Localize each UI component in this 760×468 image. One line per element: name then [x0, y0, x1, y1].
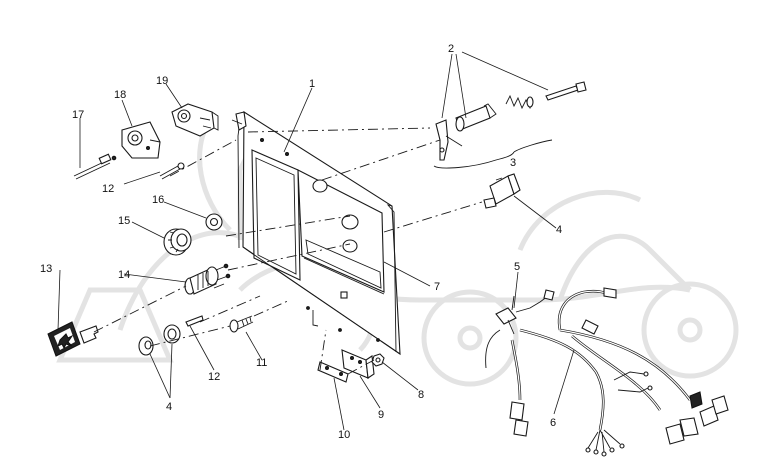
switch-connector [485, 289, 555, 369]
center-lines [93, 127, 483, 375]
callout-10: 10 [338, 429, 350, 441]
callout-18: 18 [114, 89, 126, 101]
switch-assembly-parts [435, 81, 587, 161]
washer-pair [138, 324, 181, 356]
callout-4-upper: 4 [556, 224, 562, 236]
callout-1: 1 [309, 78, 315, 90]
instrument-panel [231, 111, 401, 356]
cable [73, 153, 117, 180]
leader-lines [57, 51, 575, 431]
ring-nut [163, 228, 192, 256]
callout-16: 16 [152, 194, 164, 206]
throttle-bracket [121, 121, 161, 159]
switch-group-bracket [433, 139, 553, 169]
callout-6: 6 [550, 417, 556, 429]
wiring-harness [509, 287, 729, 457]
callout-2: 2 [448, 43, 454, 55]
callout-labels: 1 2 3 4 5 6 7 8 9 10 11 12 4 13 14 15 16… [40, 43, 562, 441]
callout-19: 19 [156, 75, 168, 87]
bracket-plate [171, 103, 219, 137]
clamp-plate [317, 361, 349, 383]
nut [371, 353, 385, 367]
callout-17: 17 [72, 109, 84, 121]
ignition-switch [184, 263, 231, 295]
callout-9: 9 [378, 409, 384, 421]
callout-12-upper: 12 [102, 183, 114, 195]
switch-toggle [483, 173, 521, 209]
callout-11: 11 [256, 357, 267, 369]
lock-washer [205, 213, 223, 231]
callout-7: 7 [434, 281, 440, 293]
callout-14: 14 [118, 269, 130, 281]
callout-15: 15 [118, 215, 130, 227]
callout-8: 8 [418, 389, 424, 401]
callout-13: 13 [40, 263, 52, 275]
key [47, 321, 99, 357]
callout-12-lower: 12 [208, 371, 220, 383]
screw-small [159, 162, 185, 180]
callout-5: 5 [514, 261, 520, 273]
screw [185, 315, 204, 327]
screw-11 [229, 315, 254, 333]
callout-4-lower: 4 [166, 401, 172, 413]
decal-strip [303, 257, 385, 295]
callout-3: 3 [510, 157, 516, 169]
bracket [341, 349, 375, 379]
